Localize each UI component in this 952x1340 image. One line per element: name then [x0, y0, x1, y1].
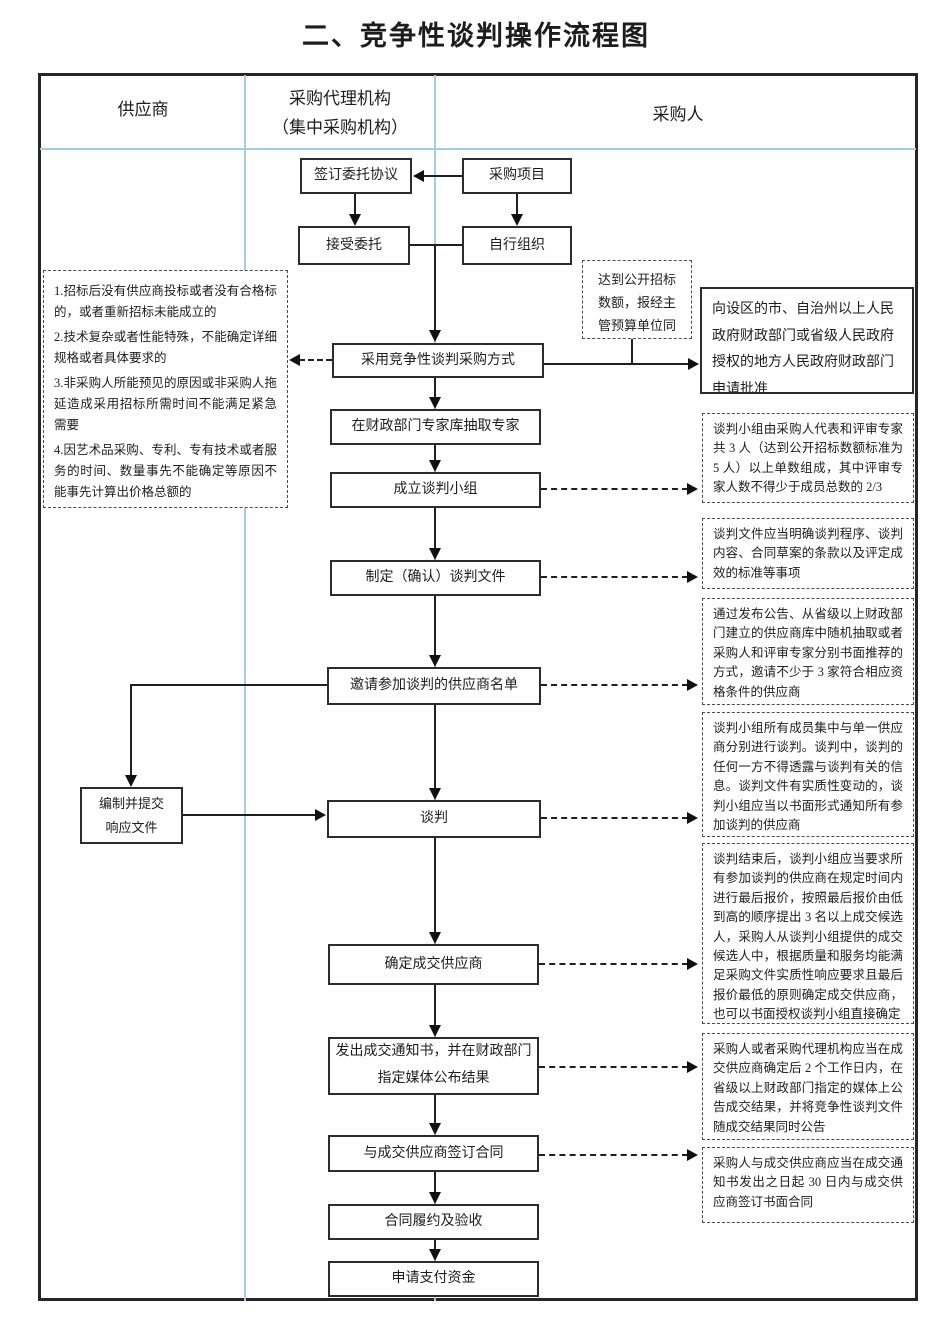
note-condition-item: 1.招标后没有供应商投标或者没有合格标的，或者重新招标未能成立的 [54, 284, 277, 319]
note-conditions: 1.招标后没有供应商投标或者没有合格标的，或者重新招标未能成立的 2.技术复杂或… [43, 270, 288, 508]
column-header-agency-line1: 采购代理机构 [289, 89, 391, 108]
note-announce-rule: 采购人或者采购代理机构应当在成交供应商确定后 2 个工作日内，在省级以上财政部门… [702, 1033, 914, 1140]
flow-box-negotiate: 谈判 [327, 800, 541, 838]
note-over-threshold: 达到公开招标数额，报经主管预算单位同 [582, 260, 692, 339]
flow-box-establish-group: 成立谈判小组 [330, 472, 541, 508]
note-condition-item: 4.因艺术品采购、专利、专有技术或者服务的时间、数量事先不能确定等原因不能事先计… [54, 443, 277, 499]
note-negotiation-rule: 谈判小组所有成员集中与单一供应商分别进行谈判。谈判中，谈判的任何一方不得透露与谈… [702, 712, 914, 837]
flow-box-sign-contract: 与成交供应商签订合同 [328, 1135, 539, 1172]
column-header-purchaser: 采购人 [652, 105, 704, 124]
flow-box-determine-supplier: 确定成交供应商 [328, 944, 539, 985]
flow-box-invite-suppliers: 邀请参加谈判的供应商名单 [327, 667, 541, 705]
flow-box-adopt-method: 采用竞争性谈判采购方式 [332, 343, 544, 378]
note-group-composition: 谈判小组由采购人代表和评审专家共 3 人（达到公开招标数额标准为 5 人）以上单… [702, 413, 914, 503]
note-invite-method: 通过发布公告、从省级以上财政部门建立的供应商库中随机抽取或者采购人和评审专家分别… [702, 598, 914, 705]
flow-box-apply-payment: 申请支付资金 [328, 1261, 539, 1297]
note-contract-rule: 采购人与成交供应商应当在成交通知书发出之日起 30 日内与成交供应商签订书面合同 [702, 1147, 914, 1223]
note-condition-item: 3.非采购人所能预见的原因或非采购人拖延造成采用招标所需时间不能满足紧急需要 [54, 376, 277, 432]
column-header-supplier: 供应商 [117, 100, 169, 119]
flow-box-issue-notice: 发出成交通知书，并在财政部门指定媒体公布结果 [328, 1037, 539, 1095]
note-docs-content: 谈判文件应当明确谈判程序、谈判内容、合同草案的条款以及评定成效的标准等事项 [702, 518, 914, 589]
flow-box-extract-experts: 在财政部门专家库抽取专家 [330, 409, 541, 445]
flow-box-contract-performance: 合同履约及验收 [328, 1204, 539, 1240]
column-header-agency-line2: （集中采购机构） [272, 118, 408, 137]
page-title: 二、竞争性谈判操作流程图 [302, 21, 650, 51]
flow-box-procurement-project: 采购项目 [462, 158, 572, 194]
note-apply-approval: 向设区的市、自治州以上人民政府财政部门或省级人民政府授权的地方人民政府财政部门申… [700, 287, 914, 394]
header-divider [40, 148, 916, 150]
flow-box-prepare-response: 编制并提交响应文件 [80, 787, 183, 844]
flow-box-formulate-docs: 制定（确认）谈判文件 [330, 560, 541, 596]
column-divider [244, 75, 246, 1301]
flow-box-accept-entrustment: 接受委托 [298, 226, 410, 265]
flow-box-sign-agreement: 签订委托协议 [300, 158, 412, 194]
flow-box-self-organize: 自行组织 [462, 226, 572, 265]
note-final-quote-rule: 谈判结束后，谈判小组应当要求所有参加谈判的供应商在规定时间内进行最后报价，按照最… [702, 843, 914, 1024]
swimlane-frame [38, 73, 918, 1301]
note-condition-item: 2.技术复杂或者性能特殊，不能确定详细规格或者具体要求的 [54, 330, 277, 365]
